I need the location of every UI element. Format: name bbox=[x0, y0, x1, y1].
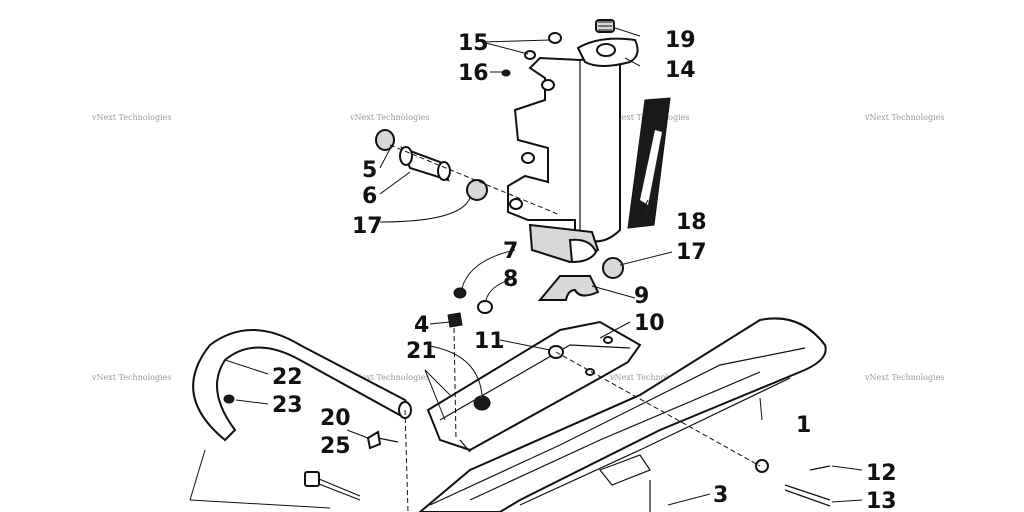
watermark-4: vNext Technologies bbox=[864, 113, 944, 122]
callout-16: 16 bbox=[458, 61, 489, 86]
callout-21: 21 bbox=[406, 339, 437, 364]
callout-5: 5 bbox=[362, 158, 377, 183]
watermark-2: vNext Technologies bbox=[349, 113, 429, 122]
watermark-8: vNext Technologies bbox=[864, 373, 944, 382]
callout-labels: 15 16 19 14 5 6 17 18 17 7 8 9 10 11 4 2… bbox=[272, 28, 897, 512]
watermark-1: vNext Technologies bbox=[91, 113, 171, 122]
callout-17b: 17 bbox=[676, 240, 707, 265]
callout-19: 19 bbox=[665, 28, 696, 53]
callout-14: 14 bbox=[665, 58, 696, 83]
small-parts bbox=[223, 32, 831, 507]
callout-9: 9 bbox=[634, 284, 649, 309]
callout-23: 23 bbox=[272, 393, 303, 418]
callout-6: 6 bbox=[362, 184, 377, 209]
callout-3: 3 bbox=[713, 483, 728, 508]
callout-7: 7 bbox=[503, 239, 518, 264]
loop-handle-part bbox=[192, 329, 412, 442]
callout-22: 22 bbox=[272, 365, 303, 390]
callout-15: 15 bbox=[458, 31, 489, 56]
callout-11: 11 bbox=[474, 329, 505, 354]
callout-12: 12 bbox=[866, 461, 897, 486]
callout-25: 25 bbox=[320, 434, 351, 459]
callout-10: 10 bbox=[634, 311, 665, 336]
spindle-body-part bbox=[507, 53, 621, 264]
callout-1: 1 bbox=[796, 413, 811, 438]
callout-4: 4 bbox=[414, 313, 429, 338]
decal-part bbox=[627, 97, 671, 229]
watermark-5: vNext Technologies bbox=[91, 373, 171, 382]
leader-lines bbox=[189, 27, 863, 512]
callout-8: 8 bbox=[503, 267, 518, 292]
callout-20: 20 bbox=[320, 406, 351, 431]
callout-13: 13 bbox=[866, 489, 897, 512]
callout-18: 18 bbox=[676, 210, 707, 235]
spindle-cap-parts bbox=[576, 19, 639, 67]
watermark-7: vNext Technologies bbox=[609, 373, 689, 382]
watermark-6: vNext Technologies bbox=[349, 373, 429, 382]
callout-17a: 17 bbox=[352, 214, 383, 239]
ski-part bbox=[418, 317, 827, 512]
